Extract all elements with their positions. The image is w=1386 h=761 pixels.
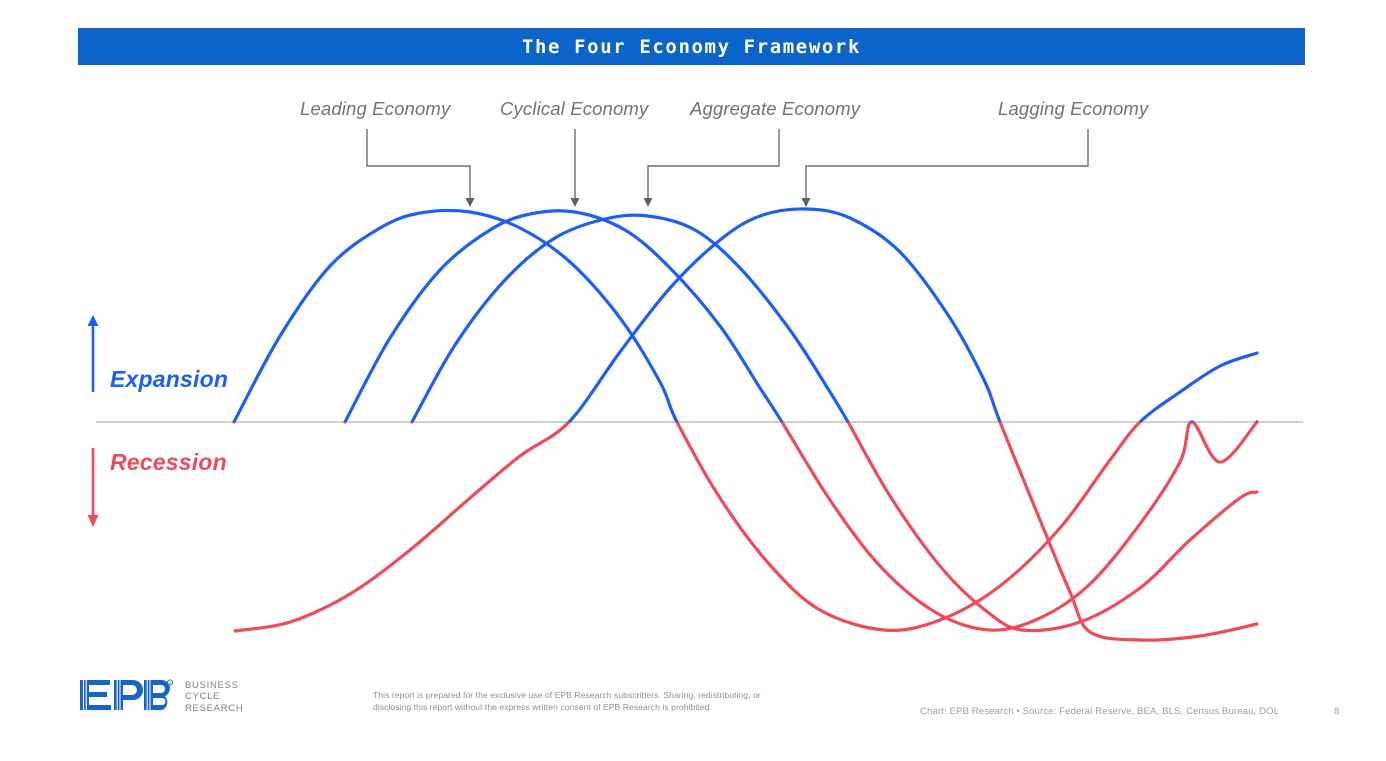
expansion-arrow-icon xyxy=(87,315,99,392)
recession-axis-label: Recession xyxy=(110,449,227,475)
wave-expansion-segment xyxy=(566,207,1002,422)
wave-recession-segment xyxy=(410,422,1259,633)
callout-arrowheads xyxy=(465,198,811,207)
wave-expansion-segment xyxy=(343,209,1259,422)
wave-expansion-segment xyxy=(232,208,1259,422)
recession-arrow-icon xyxy=(87,448,99,527)
registered-trademark-icon xyxy=(166,679,174,686)
slide-footer: R Business Cycle Research This report is… xyxy=(0,668,1386,761)
page-number: 8 xyxy=(1334,706,1340,717)
logo-word-business: Business xyxy=(185,679,239,691)
svg-text:R: R xyxy=(169,681,172,685)
leader-line-aggregate xyxy=(647,129,780,200)
wave-expansion-segment xyxy=(410,213,850,422)
epb-logo-wordmark: Business Cycle Research xyxy=(185,680,243,715)
callout-label-aggregate-economy: Aggregate Economy xyxy=(690,98,861,119)
disclaimer-text: This report is prepared for the exclusiv… xyxy=(373,690,873,713)
wave-cyclical-economy xyxy=(343,209,1259,632)
callout-label-leading-economy: Leading Economy xyxy=(300,98,451,119)
callout-label-cyclical-economy: Cyclical Economy xyxy=(500,98,649,119)
wave-leading-economy xyxy=(232,208,1259,632)
disclaimer-line-2: disclosing this report without the expre… xyxy=(373,701,712,712)
wave-recession-segment xyxy=(233,422,1259,642)
expansion-axis-label: Expansion xyxy=(110,366,229,392)
wave-recession-segment xyxy=(232,422,1143,632)
disclaimer-line-1: This report is prepared for the exclusiv… xyxy=(373,690,761,700)
epb-logo: R Business Cycle Research xyxy=(78,676,243,718)
leader-line-leading xyxy=(366,129,471,200)
wave-aggregate-economy xyxy=(410,213,1259,633)
callout-leader-lines xyxy=(366,129,1089,200)
callout-label-lagging-economy: Lagging Economy xyxy=(998,98,1149,119)
logo-word-cycle: Cycle xyxy=(185,691,221,703)
logo-word-research: Research xyxy=(185,702,244,714)
chart-source-credit: Chart: EPB Research • Source: Federal Re… xyxy=(920,706,1280,717)
slide-title-bar: The Four Economy Framework xyxy=(78,28,1305,65)
page-title: The Four Economy Framework xyxy=(521,35,861,58)
wave-recession-segment xyxy=(343,422,1259,632)
wave-lagging-economy xyxy=(233,207,1259,642)
epb-logo-mark: R xyxy=(80,679,174,710)
leader-line-lagging xyxy=(805,129,1089,200)
